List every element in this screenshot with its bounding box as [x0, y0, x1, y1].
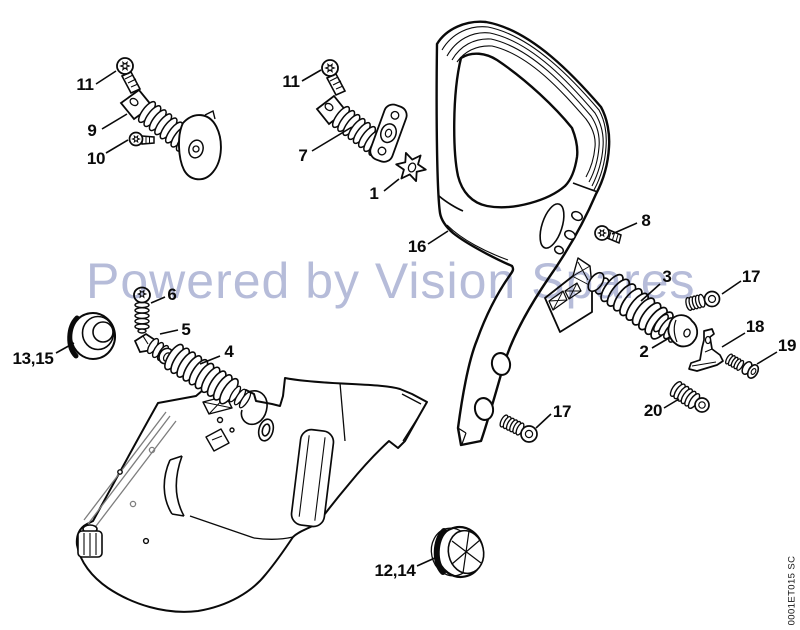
part-4-tension-spring: [164, 343, 252, 409]
part-17-screw-bottom: [499, 414, 538, 443]
part-13-15-cap: [67, 312, 117, 360]
part-19-screw: [725, 353, 760, 379]
leader-6: [150, 296, 166, 304]
part-6-screw-with-spring: [133, 286, 151, 334]
housing-outline: [75, 377, 428, 613]
handlebar-silhouette: [435, 20, 611, 447]
leader-13-15: [55, 342, 75, 354]
leader-11-left: [95, 70, 117, 85]
leader-17-right: [721, 280, 742, 295]
leader-7: [311, 126, 353, 152]
part-18-bracket: [688, 328, 724, 372]
leader-20: [663, 398, 680, 409]
part-20-screw-with-spring: [669, 380, 710, 413]
leader-5: [159, 329, 179, 335]
part-3-handlebar-spring: [600, 273, 674, 340]
leader-18: [721, 332, 746, 348]
drawing-code: 0001ET015 SC: [786, 555, 798, 626]
watermark-text: Powered by Vision Spares: [86, 253, 696, 309]
leader-11-middle: [301, 69, 322, 82]
part-9-annular-buffer: [119, 88, 222, 181]
part-17-screw-right: [685, 290, 721, 311]
leader-10: [105, 139, 129, 154]
handlebar: [435, 20, 611, 447]
leader-3: [640, 283, 661, 302]
spring-4-seat: [228, 385, 252, 409]
buffer-7-flange: [369, 103, 408, 163]
chainsaw-housing: [75, 377, 428, 613]
grip-opening-arc: [163, 455, 185, 517]
leader-12-14: [416, 556, 438, 567]
grip-cuff-lines: [438, 182, 599, 261]
cap-face-segments: [451, 530, 482, 574]
part-1-star-nut: [395, 151, 427, 183]
part-10-screw: [128, 131, 155, 147]
leader-lines: [55, 69, 778, 567]
palm-swell-outline: [539, 203, 565, 249]
leader-1: [383, 178, 400, 192]
leader-8: [611, 222, 638, 235]
leader-4: [199, 355, 221, 365]
housing-detail-lines: [189, 382, 422, 541]
part-8-screw: [594, 225, 622, 245]
housing-top-mechanism: [117, 395, 235, 545]
grip-rib-lines: [441, 26, 607, 191]
throttle-lever-lines: [83, 411, 177, 531]
grip-column: [290, 428, 335, 528]
part-2-spring-cap: [653, 313, 699, 348]
handlebar-mount-holes: [457, 210, 584, 445]
part-11-screw-left: [116, 57, 142, 95]
part-11-screw-middle: [321, 59, 347, 97]
leader-2: [651, 337, 670, 349]
rear-bumper-feet: [77, 524, 103, 558]
part-12-14-cap: [430, 525, 485, 579]
part-7-annular-buffer: [315, 94, 408, 163]
leader-9: [101, 113, 128, 130]
leader-19: [756, 351, 778, 365]
leader-17-bottom: [535, 413, 552, 429]
spring-anchor-hook: [240, 390, 275, 442]
leader-16: [427, 230, 449, 245]
